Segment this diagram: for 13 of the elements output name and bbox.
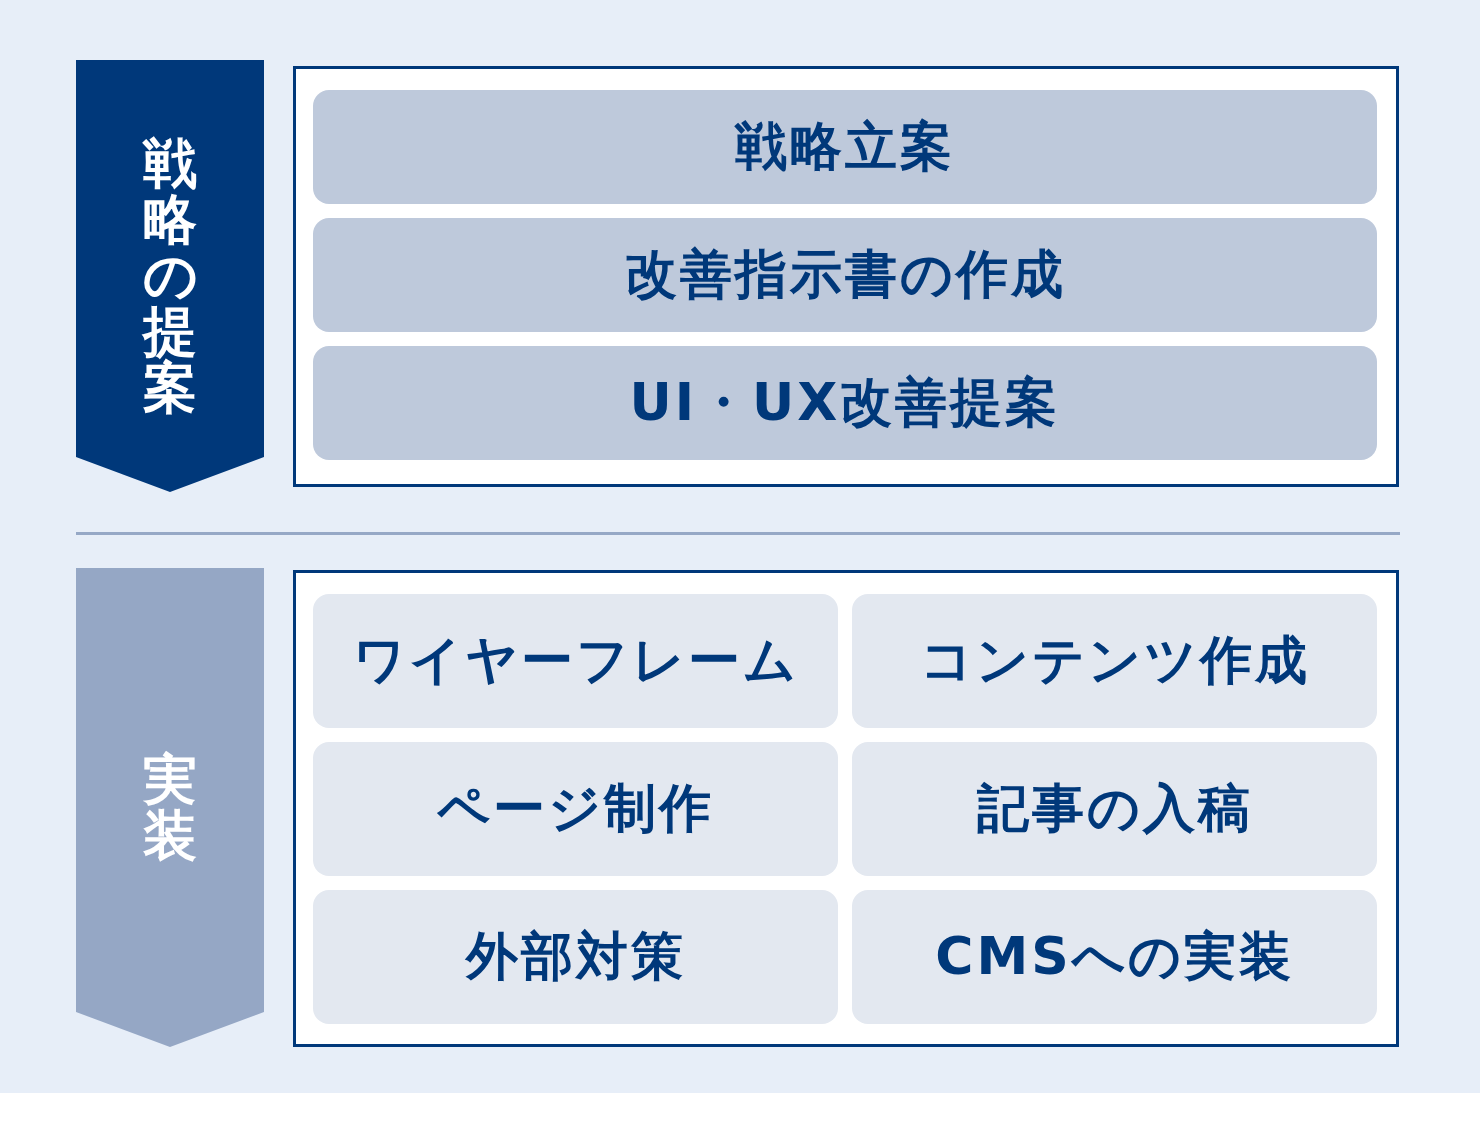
task-box: 戦略立案: [313, 89, 1377, 204]
outlined-panel: [293, 570, 1399, 1047]
task-box: UI・UX改善提案: [313, 345, 1377, 460]
chevron-band: 戦略の提案: [76, 60, 264, 492]
task-box: コンテンツ作成: [852, 593, 1377, 728]
task-box: 記事の入稿: [852, 741, 1377, 876]
task-box: ページ制作: [313, 741, 838, 876]
task-box: CMSへの実装: [852, 889, 1377, 1024]
chevron-band: 実装: [76, 568, 264, 1047]
task-box: 改善指示書の作成: [313, 217, 1377, 332]
task-box: ワイヤーフレーム: [313, 593, 838, 728]
task-box: 外部対策: [313, 889, 838, 1024]
outlined-panel: [293, 66, 1399, 487]
